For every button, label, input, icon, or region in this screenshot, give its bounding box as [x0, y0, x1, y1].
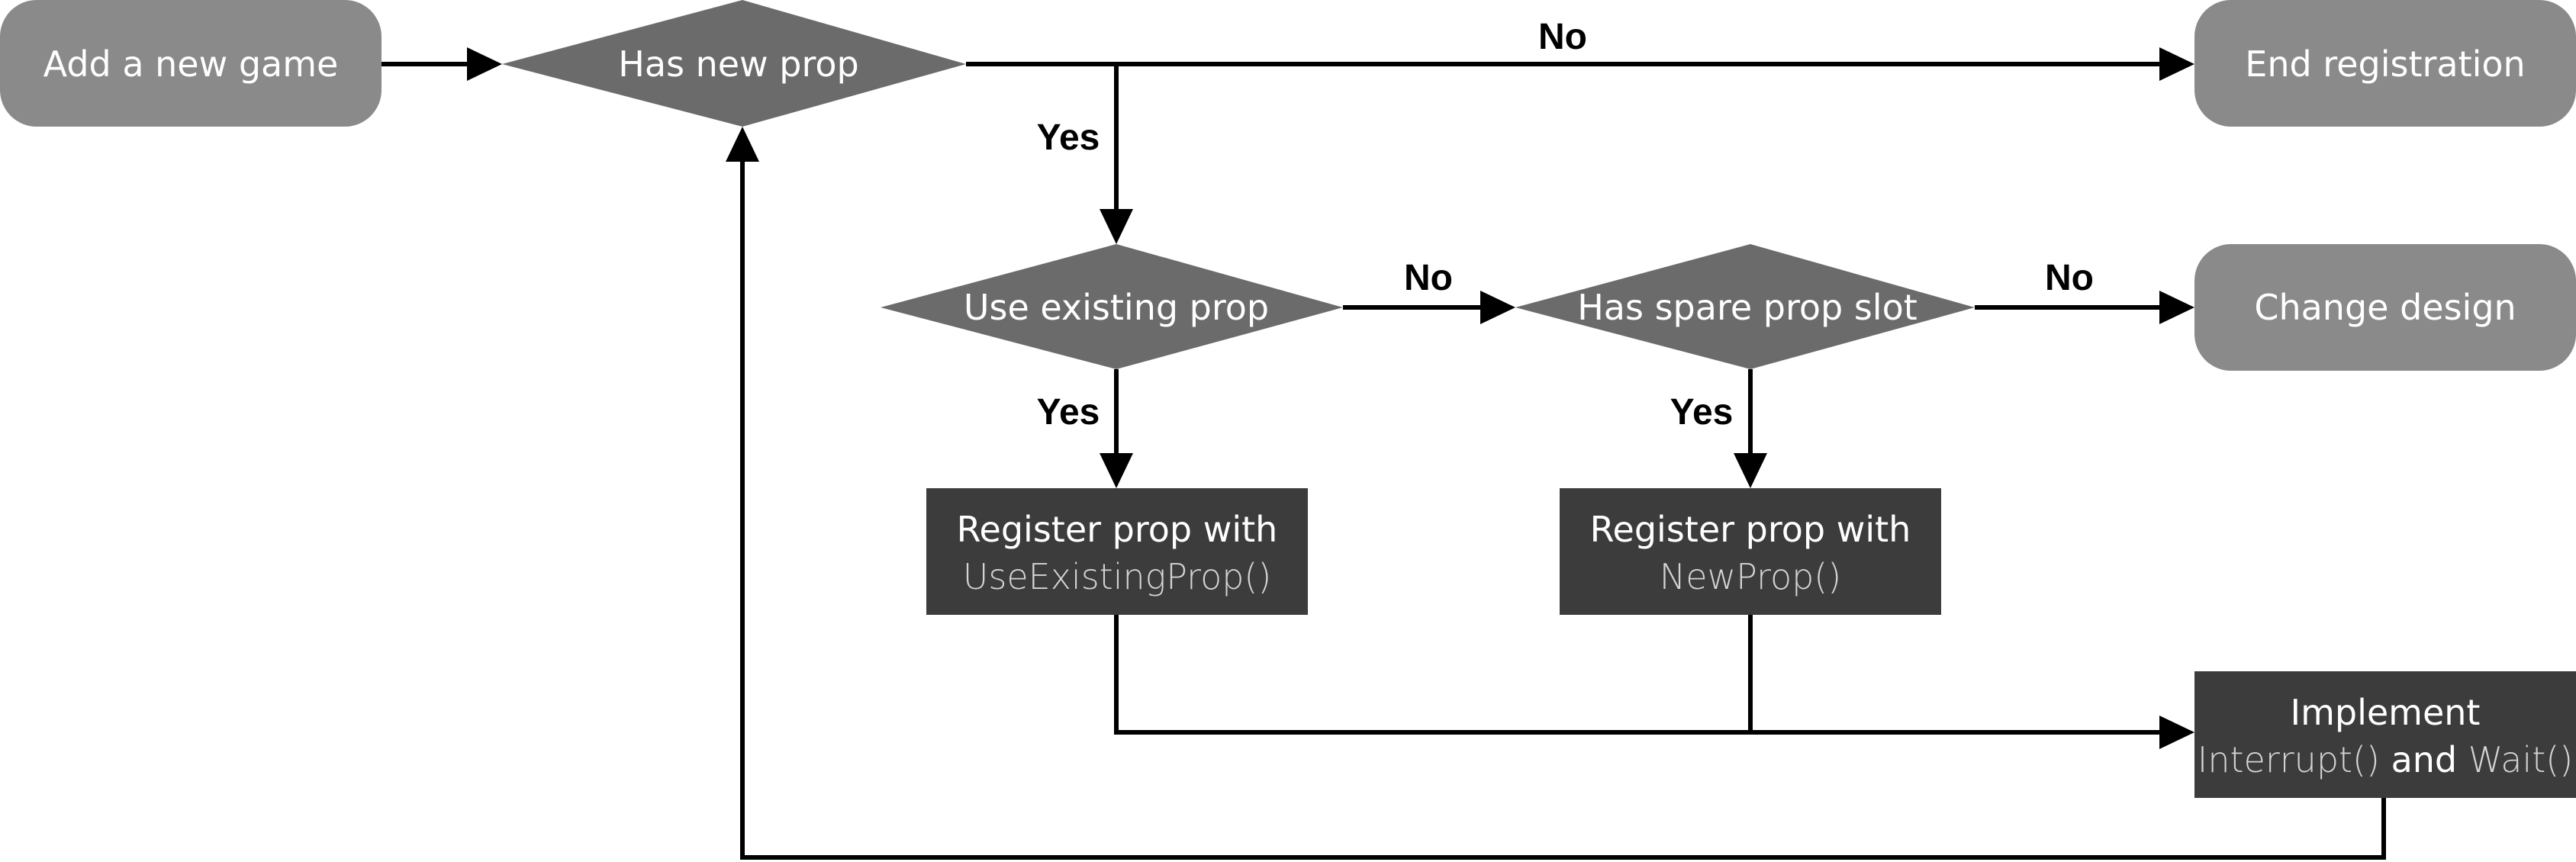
arrowhead	[2159, 47, 2194, 81]
edge-label-no: No	[2045, 258, 2094, 298]
process-register-new	[1560, 488, 1941, 615]
node-label: Change design	[2254, 287, 2516, 328]
node-label: Has new prop	[618, 43, 859, 85]
process-register-existing	[926, 488, 1308, 615]
node-label: Has spare prop slot	[1577, 287, 1918, 328]
terminal-add-new-game	[0, 0, 382, 127]
edge-registers-to-implement	[1114, 615, 2164, 735]
node-label: Add a new game	[43, 43, 339, 85]
node-label: Register prop with	[1590, 509, 1911, 550]
node-label: End registration	[2245, 43, 2525, 85]
edge-label-yes: Yes	[1037, 117, 1100, 158]
terminal-end-registration	[2194, 0, 2576, 127]
node-label: Register prop with	[957, 509, 1278, 550]
terminal-change-design	[2194, 244, 2576, 371]
decision-has-spare-prop-slot	[1515, 244, 1975, 369]
decision-use-existing-prop	[881, 244, 1343, 369]
edge-label-yes: Yes	[1037, 392, 1100, 433]
edge-implement-loop-back	[740, 157, 2386, 860]
arrowhead	[2159, 291, 2194, 324]
code-interrupt: Interrupt()	[2198, 739, 2380, 780]
arrowhead	[1100, 209, 1133, 244]
edge-label-no: No	[1538, 17, 1587, 57]
arrowhead	[1734, 453, 1767, 488]
node-code-label: Interrupt() and Wait()	[2198, 739, 2573, 780]
process-implement	[2194, 671, 2576, 798]
arrowhead	[2159, 716, 2194, 749]
code-wait: Wait()	[2468, 739, 2573, 780]
node-code-label: UseExistingProp()	[963, 556, 1272, 597]
node-code-label: NewProp()	[1660, 556, 1841, 597]
node-label: Use existing prop	[964, 287, 1269, 328]
arrowhead	[726, 127, 759, 162]
decision-has-new-prop	[502, 0, 966, 127]
edge-label-no: No	[1404, 258, 1453, 298]
node-label: Implement	[2291, 692, 2481, 733]
arrowhead	[467, 47, 502, 81]
arrowhead	[1100, 453, 1133, 488]
arrowhead	[1480, 291, 1515, 324]
label-and: and	[2380, 739, 2468, 780]
edge-label-yes: Yes	[1670, 392, 1734, 433]
